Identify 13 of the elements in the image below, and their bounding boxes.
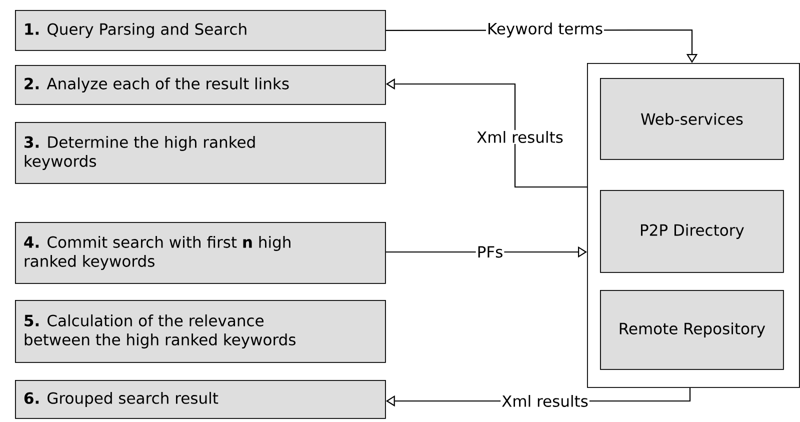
source-box: Web-services (600, 78, 784, 160)
step-box: 6. Grouped search result (15, 380, 386, 419)
step-box: 1. Query Parsing and Search (15, 10, 386, 51)
source-box: P2P Directory (600, 190, 784, 273)
edge-label: PFs (476, 245, 504, 259)
step-box: 2. Analyze each of the result links (15, 65, 386, 105)
source-box: Remote Repository (600, 290, 784, 370)
edge-label: Xml results (500, 394, 590, 408)
edge-label: Xml results (476, 130, 564, 144)
step-box: 5. Calculation of the relevance between the high ranked keywords (15, 300, 386, 363)
step-box: 3. Determine the high ranked keywords (15, 122, 386, 184)
edge-label: Keyword terms (486, 22, 604, 38)
step-box: 4. Commit search with first n high ranked keywords (15, 222, 386, 284)
